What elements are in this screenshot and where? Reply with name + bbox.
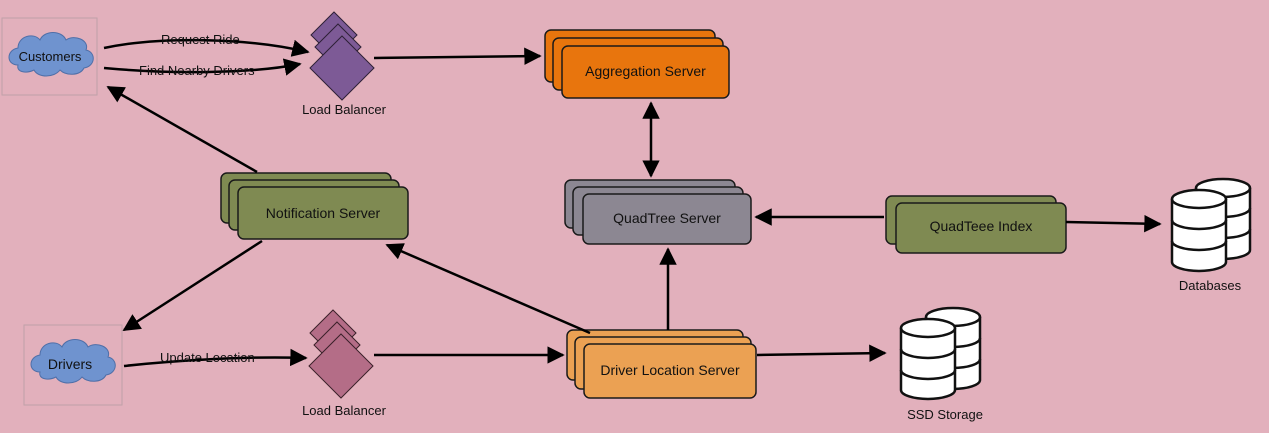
ssd-storage-icon[interactable] (899, 306, 982, 401)
quadtree-index-label: QuadTeee Index (929, 218, 1033, 234)
load-balancer-bottom-icon[interactable] (308, 309, 374, 399)
index-to-databases-arrow (1065, 214, 1162, 233)
customers-label: Customers (18, 49, 82, 64)
notification-to-drivers-arrow (122, 239, 263, 332)
driverloc-to-ssd-arrow (756, 344, 887, 362)
driverloc-to-notification-arrow (385, 243, 591, 335)
request-ride-label: Request Ride (161, 32, 240, 47)
notification-server-stack[interactable] (220, 172, 409, 240)
find-nearby-drivers-label: Find Nearby Drivers (139, 63, 255, 78)
driver-location-server-stack[interactable] (566, 329, 757, 399)
notification-to-customers-arrow (106, 85, 258, 174)
update-location-arrow (123, 348, 308, 368)
ssd-storage-label: SSD Storage (907, 407, 983, 422)
driver-location-server-label: Driver Location Server (600, 362, 740, 378)
quadtree-index-stack[interactable] (885, 195, 1067, 254)
customers-cloud[interactable] (8, 32, 94, 77)
find-nearby-arrow (103, 58, 302, 76)
customers-frame (1, 17, 98, 96)
drivers-frame (23, 324, 123, 406)
databases-icon[interactable] (1170, 177, 1252, 273)
drivers-label: Drivers (47, 356, 93, 372)
drivers-cloud[interactable] (30, 339, 116, 384)
notification-server-label: Notification Server (265, 205, 381, 221)
load-balancer-bottom-label: Load Balancer (302, 403, 386, 418)
quadtree-server-stack[interactable] (564, 179, 752, 245)
databases-label: Databases (1178, 278, 1242, 293)
request-ride-arrow (103, 38, 310, 57)
load-balancer-top-label: Load Balancer (302, 102, 386, 117)
aggregation-server-stack[interactable] (544, 29, 730, 99)
load-balancer-top-icon[interactable] (309, 11, 375, 101)
update-location-label: Update Location (160, 350, 255, 365)
quadtree-server-label: QuadTree Server (613, 210, 721, 226)
lb-to-aggregation-arrow (373, 47, 542, 65)
aggregation-server-label: Aggregation Server (585, 63, 706, 79)
